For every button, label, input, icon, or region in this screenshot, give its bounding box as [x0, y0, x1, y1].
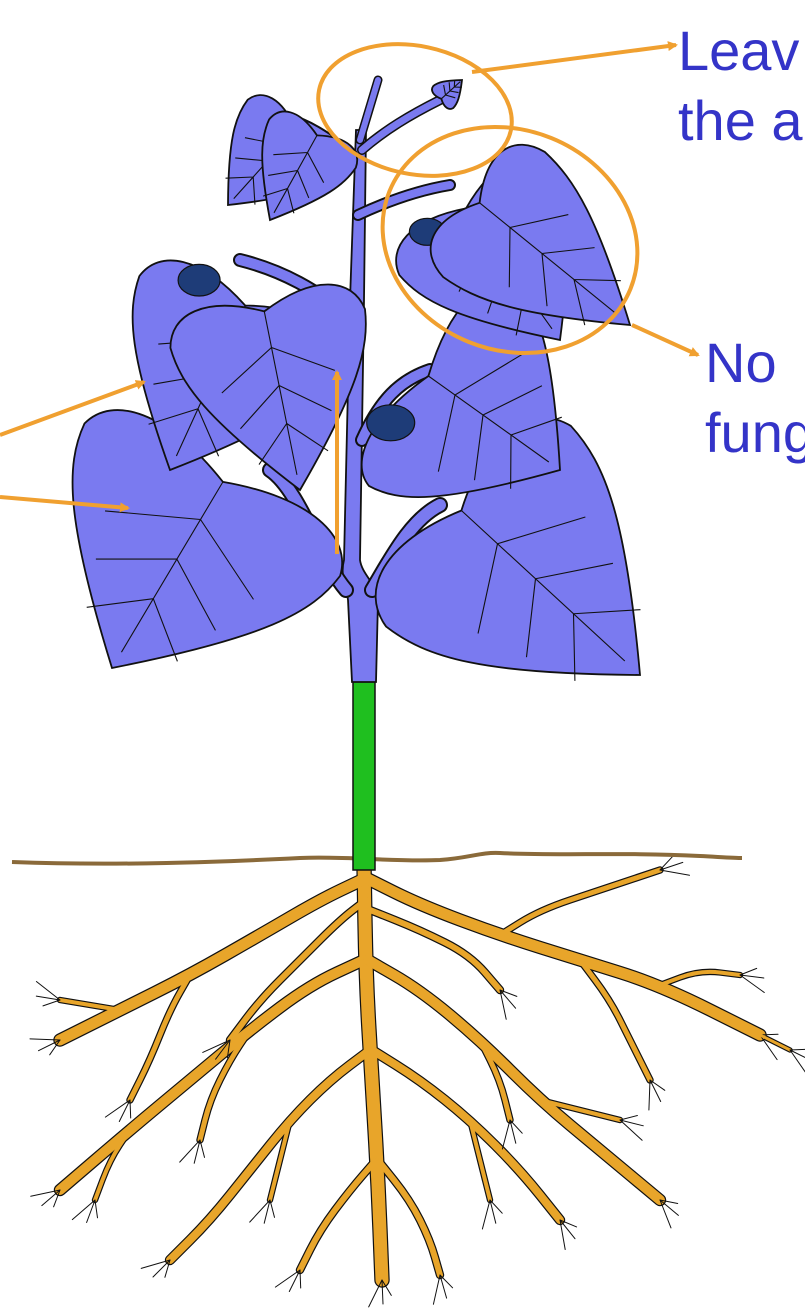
- leaf-underside-patch: [178, 264, 220, 296]
- root-branches: [30, 857, 805, 1307]
- annotation-arrow-top: [472, 45, 676, 72]
- root-hair: [790, 1050, 805, 1061]
- label-top-right-line2: the a: [678, 89, 803, 152]
- stem-green-section: [353, 680, 375, 870]
- root-hair: [502, 1120, 510, 1149]
- label-mid-right-line2: fung: [705, 401, 805, 464]
- label-top-right-line1: Leav: [678, 19, 799, 82]
- soil-line: [12, 853, 742, 864]
- root-hair: [275, 1270, 300, 1287]
- root-branch: [60, 880, 362, 1040]
- root-system: [30, 857, 805, 1307]
- root-hair: [369, 1280, 382, 1307]
- root-hair: [270, 1200, 275, 1217]
- root-branch: [300, 1160, 376, 1270]
- root-hair: [740, 968, 757, 975]
- root-branch: [60, 960, 364, 1190]
- root-branch: [170, 1050, 370, 1260]
- root-hair: [500, 990, 506, 1019]
- leaf-underside-patch: [367, 405, 415, 441]
- root-hair: [130, 1100, 131, 1118]
- root-hair: [36, 982, 60, 1001]
- root-hair: [620, 1116, 637, 1121]
- leaf: [262, 112, 357, 220]
- root-hair: [433, 1275, 440, 1304]
- root-hair: [300, 1270, 301, 1288]
- root-branch: [760, 1035, 790, 1050]
- root-hair: [482, 1200, 490, 1229]
- root-hair: [660, 870, 690, 875]
- label-mid-right-line1: No: [705, 331, 777, 394]
- root-branch: [364, 865, 382, 1280]
- root-branch: [500, 870, 660, 935]
- root-hair: [43, 1000, 60, 1006]
- root-branch: [60, 1000, 120, 1010]
- root-hair: [649, 1080, 650, 1110]
- annotation-arrow-upper-right: [632, 325, 698, 355]
- root-hair: [105, 1100, 130, 1117]
